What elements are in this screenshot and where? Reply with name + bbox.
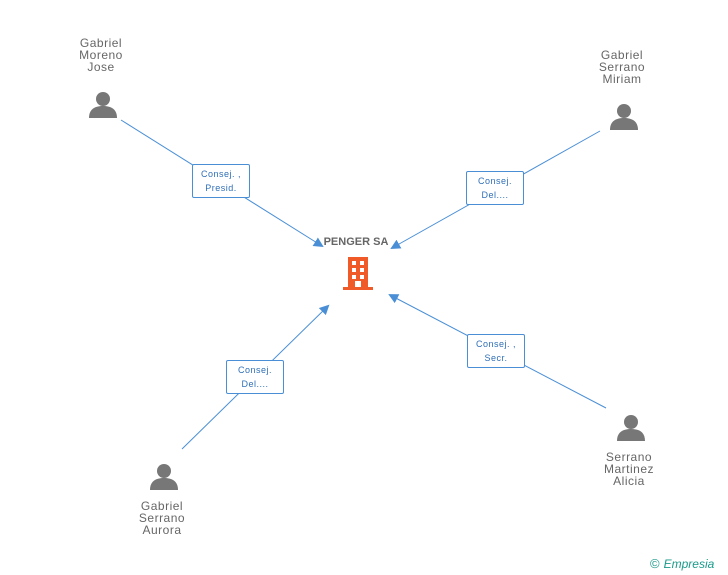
person-icon[interactable] — [610, 104, 638, 130]
person-name-line: Gabriel — [600, 48, 644, 62]
relation-label-del-miriam[interactable]: Consej. Del.... — [466, 171, 524, 205]
person-name-serrano-martinez-alicia[interactable]: Serrano Martinez Alicia — [569, 451, 689, 487]
relation-label-secr[interactable]: Consej. , Secr. — [467, 334, 525, 368]
company-name[interactable]: PENGER SA — [323, 236, 389, 248]
relation-label-line: Consej. , — [475, 339, 517, 349]
person-icon[interactable] — [617, 415, 645, 441]
person-name-line: Martinez — [603, 462, 654, 476]
relation-label-line: Consej. — [237, 365, 272, 375]
person-name-line: Gabriel — [140, 499, 184, 513]
relation-label-line: Consej. , — [200, 169, 242, 179]
person-name-line: Jose — [87, 60, 115, 74]
person-icon[interactable] — [89, 92, 117, 118]
relation-label-line: Secr. — [484, 353, 508, 363]
brand-watermark: ©Empresia — [650, 556, 714, 571]
person-name-line: Miriam — [602, 72, 642, 86]
person-name-line: Aurora — [142, 523, 182, 537]
person-icon[interactable] — [150, 464, 178, 490]
relation-label-line: Del.... — [241, 379, 269, 389]
copyright-icon: © — [650, 556, 660, 571]
person-name-line: Moreno — [79, 48, 123, 62]
person-name-line: Serrano — [138, 511, 186, 525]
person-name-line: Alicia — [613, 474, 645, 488]
person-name-gabriel-moreno-jose[interactable]: Gabriel Moreno Jose — [41, 37, 161, 73]
person-name-line: Serrano — [605, 450, 653, 464]
relation-label-del-aurora[interactable]: Consej. Del.... — [226, 360, 284, 394]
person-name-gabriel-serrano-miriam[interactable]: Gabriel Serrano Miriam — [562, 49, 682, 85]
relation-label-presid[interactable]: Consej. , Presid. — [192, 164, 250, 198]
person-name-line: Serrano — [598, 60, 646, 74]
relation-label-line: Presid. — [205, 183, 237, 193]
relation-label-line: Consej. — [477, 176, 512, 186]
brand-name: Empresia — [663, 557, 715, 571]
person-name-gabriel-serrano-aurora[interactable]: Gabriel Serrano Aurora — [102, 500, 222, 536]
building-icon[interactable] — [343, 257, 373, 290]
relation-label-line: Del.... — [481, 190, 509, 200]
person-name-line: Gabriel — [79, 36, 123, 50]
